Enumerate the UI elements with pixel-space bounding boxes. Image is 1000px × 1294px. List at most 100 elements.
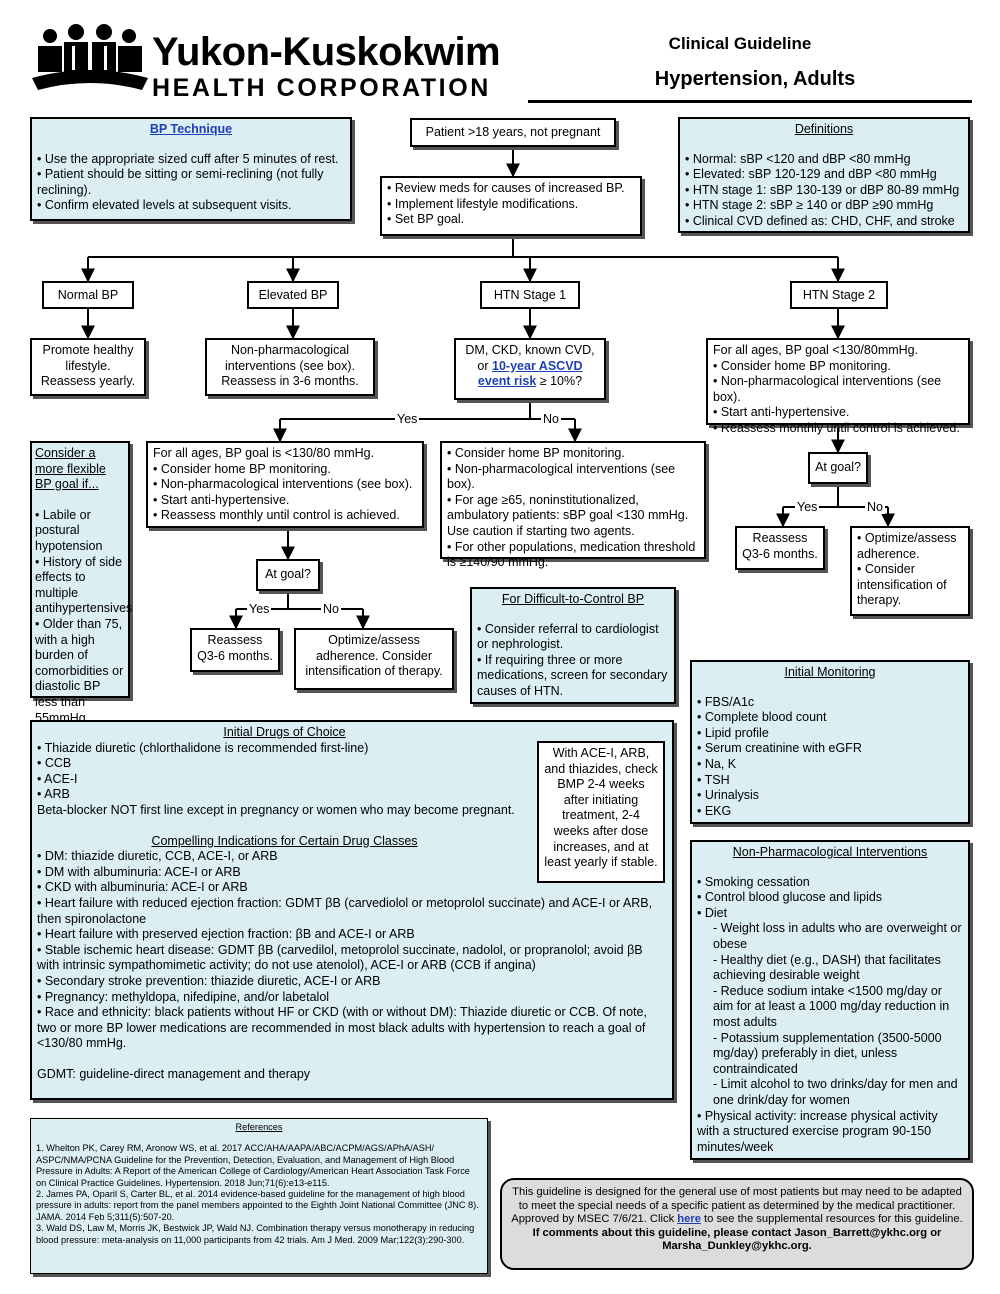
- stage2-action-box: For all ages, BP goal <130/80mmHg. • Con…: [706, 338, 970, 435]
- non-pharm-item: • Control blood glucose and lipids: [697, 890, 883, 905]
- stage2-action-item: For all ages, BP goal <130/80mmHg.: [713, 343, 919, 357]
- definition-item: • Clinical CVD defined as: CHD, CHF, and…: [685, 213, 955, 228]
- optimize-right-item: • Consider intensification of therapy.: [857, 562, 947, 608]
- reassess-mid-line: Q3-6 months.: [197, 648, 273, 663]
- drug-item: • ARB: [37, 787, 70, 802]
- ascvd-risk-link[interactable]: 10-year ASCVD: [492, 358, 583, 373]
- flexible-goal-item: • Older than 75, with a high burden of c…: [35, 616, 124, 725]
- gdmt-note: GDMT: guideline-direct management and th…: [37, 1066, 311, 1081]
- htn-stage1-node: HTN Stage 1: [480, 281, 580, 309]
- initial-monitoring-box: Initial Monitoring • FBS/A1c • Complete …: [690, 660, 970, 824]
- bp-technique-item: • Confirm elevated levels at subsequent …: [37, 198, 292, 213]
- compelling-item: • Pregnancy: methyldopa, nifedipine, and…: [37, 989, 330, 1004]
- stage1-no-label: No: [541, 412, 561, 426]
- non-pharm-item: • Physical activity: increase physical a…: [697, 1108, 938, 1154]
- non-pharm-subitem: - Limit alcohol to two drinks/day for me…: [713, 1077, 958, 1107]
- stage1-question-or: or: [477, 358, 493, 373]
- elevated-action-line: interventions (see box).: [225, 358, 355, 373]
- bmp-note-box: With ACE-I, ARB, and thiazides, check BM…: [537, 741, 665, 883]
- org-name-line1: Yukon-Kuskokwim: [152, 30, 501, 74]
- drugs-title: Initial Drugs of Choice: [223, 725, 346, 739]
- normal-bp-node: Normal BP: [42, 281, 134, 309]
- stage1-question-text: DM, CKD, known CVD,: [465, 343, 595, 357]
- monitoring-item: • EKG: [697, 803, 732, 818]
- drug-item: • CCB: [37, 756, 72, 771]
- reassess-right-box: Reassess Q3-6 months.: [735, 526, 825, 570]
- stage1-no-item: • Non-pharmacological interventions (see…: [447, 461, 676, 492]
- disclaimer-box: This guideline is designed for the gener…: [500, 1178, 974, 1270]
- flexible-goal-item: • Labile or postural hypotension: [35, 507, 103, 553]
- optimize-mid-line: Optimize/assess: [328, 633, 420, 647]
- disclaimer-text-end: to see the supplemental resources for th…: [700, 1213, 963, 1226]
- compelling-item: • Heart failure with preserved ejection …: [37, 927, 415, 942]
- at-goal-right-node: At goal?: [808, 452, 868, 484]
- normal-action-line: Reassess yearly.: [40, 374, 136, 389]
- compelling-item: • CKD with albuminuria: ACE-I or ARB: [37, 880, 248, 895]
- non-pharm-item: • Smoking cessation: [697, 874, 810, 889]
- difficult-bp-item: • If requiring three or more medications…: [477, 652, 668, 698]
- elevated-action-line: Reassess in 3-6 months.: [221, 374, 359, 389]
- references-box: References 1. Whelton PK, Carey RM, Aron…: [30, 1118, 488, 1274]
- drug-item: • Thiazide diuretic (chlorthalidone is r…: [37, 740, 369, 755]
- org-name-line2: HEALTH CORPORATION: [152, 74, 491, 102]
- bp-technique-link[interactable]: BP Technique: [149, 122, 233, 136]
- flexible-goal-item: • History of side effects to multiple an…: [35, 554, 133, 616]
- elevated-action-line: Non-pharmacological: [230, 343, 350, 357]
- mid-yes-label: Yes: [247, 602, 272, 616]
- flexible-goal-box: Consider a more flexible BP goal if... •…: [30, 441, 133, 725]
- reference-item: 1. Whelton PK, Carey RM, Aronow WS, et a…: [36, 1143, 470, 1188]
- document-title: Hypertension, Adults: [654, 68, 856, 90]
- non-pharm-title: Non-Pharmacological Interventions: [732, 845, 928, 859]
- elevated-bp-node: Elevated BP: [247, 281, 339, 309]
- stage2-action-item: • Non-pharmacological interventions (see…: [713, 374, 942, 404]
- right-yes-label: Yes: [795, 500, 820, 514]
- normal-action-line: lifestyle.: [65, 358, 111, 373]
- right-no-label: No: [865, 500, 885, 514]
- stage1-question-box: DM, CKD, known CVD, or 10-year ASCVD eve…: [454, 338, 606, 400]
- compelling-title: Compelling Indications for Certain Drug …: [151, 833, 418, 848]
- monitoring-item: • FBS/A1c: [697, 694, 755, 709]
- drug-item: • ACE-I: [37, 771, 78, 786]
- bp-technique-item: • Patient should be sitting or semi-recl…: [37, 167, 324, 197]
- stage1-yes-item: • Consider home BP monitoring.: [153, 461, 331, 476]
- non-pharm-subitem: - Weight loss in adults who are overweig…: [713, 921, 962, 951]
- normal-action-line: Promote healthy: [42, 343, 134, 357]
- stage2-action-item: • Consider home BP monitoring.: [713, 358, 891, 373]
- at-goal-mid-node: At goal?: [256, 559, 320, 591]
- bp-technique-item: • Use the appropriate sized cuff after 5…: [37, 151, 339, 166]
- definition-item: • HTN stage 1: sBP 130-139 or dBP 80-89 …: [685, 182, 960, 197]
- compelling-item: • Stable ischemic heart disease: GDMT βB…: [37, 942, 643, 973]
- optimize-mid-line: adherence. Consider: [315, 648, 433, 663]
- reassess-mid-line: Reassess: [207, 633, 263, 647]
- non-pharm-subitem: - Reduce sodium intake <1500 mg/day or a…: [713, 983, 950, 1029]
- monitoring-item: • Urinalysis: [697, 788, 760, 803]
- references-title: References: [235, 1122, 283, 1132]
- compelling-item: • Race and ethnicity: black patients wit…: [37, 1005, 647, 1051]
- definitions-title: Definitions: [794, 122, 854, 136]
- supplemental-resources-link[interactable]: here: [677, 1213, 701, 1226]
- start-node: Patient >18 years, not pregnant: [410, 118, 616, 147]
- reassess-right-line: Q3-6 months.: [742, 546, 818, 561]
- elevated-action-box: Non-pharmacological interventions (see b…: [205, 338, 375, 396]
- stage1-no-item: • For age ≥65, noninstitutionalized, amb…: [447, 492, 689, 538]
- stage1-question-suffix: ≥ 10%?: [536, 374, 583, 389]
- header-rule: [528, 100, 972, 103]
- contact-text: If comments about this guideline, please…: [532, 1226, 942, 1253]
- stage1-yes-item: • Start anti-hypertensive.: [153, 492, 290, 507]
- monitoring-item: • Lipid profile: [697, 725, 769, 740]
- stage2-action-item: • Reassess monthly until control is achi…: [713, 420, 960, 435]
- difficult-bp-title: For Difficult-to-Control BP: [501, 592, 645, 606]
- initial-step-item: • Implement lifestyle modifications.: [387, 196, 579, 211]
- initial-step-item: • Review meds for causes of increased BP…: [387, 181, 625, 195]
- reference-item: 3. Wald DS, Law M, Morris JK, Bestwick J…: [36, 1223, 475, 1245]
- monitoring-item: • TSH: [697, 772, 730, 787]
- monitoring-item: • Complete blood count: [697, 710, 827, 725]
- mid-no-label: No: [321, 602, 341, 616]
- monitoring-item: • Serum creatinine with eGFR: [697, 741, 862, 756]
- stage2-action-item: • Start anti-hypertensive.: [713, 405, 850, 420]
- ykhc-logo-icon: [32, 24, 148, 90]
- ascvd-risk-link-cont[interactable]: event risk: [477, 374, 537, 389]
- bp-technique-box: BP Technique • Use the appropriate sized…: [30, 117, 352, 221]
- initial-steps-box: • Review meds for causes of increased BP…: [380, 176, 642, 236]
- disclaimer-text: This guideline is designed for the gener…: [511, 1186, 962, 1226]
